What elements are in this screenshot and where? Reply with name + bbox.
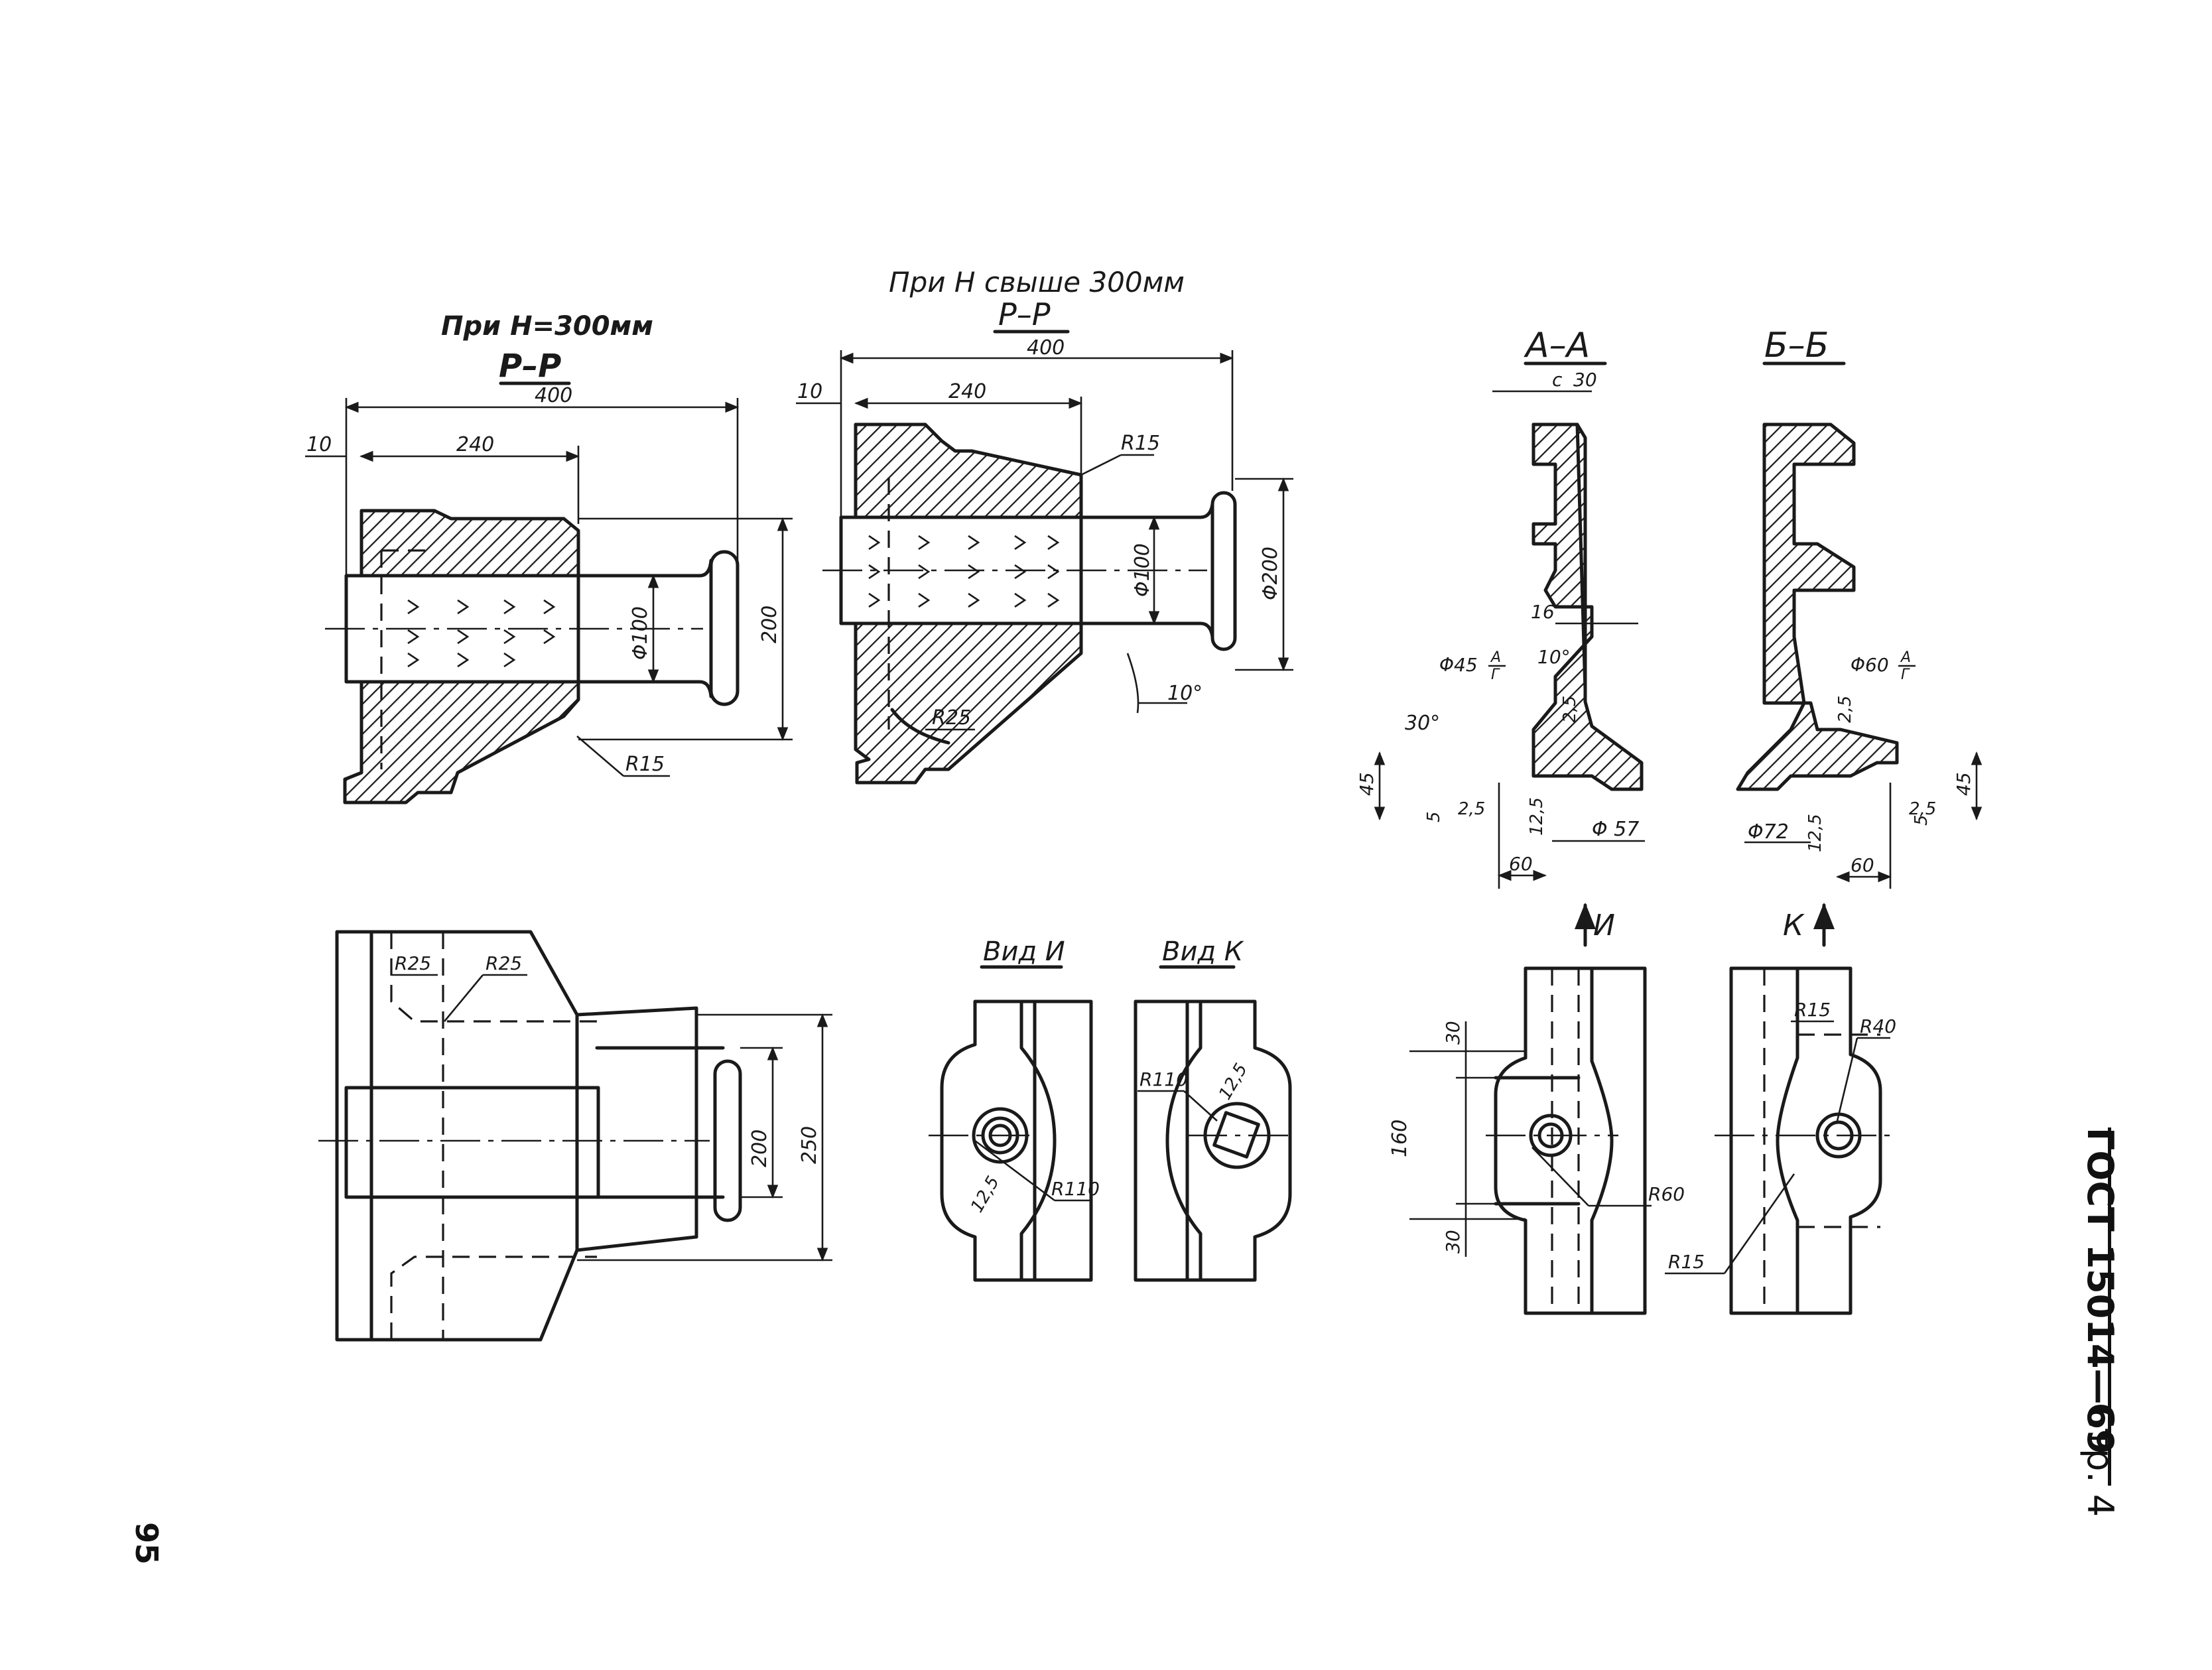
dim-a-16: 16 <box>1531 601 1555 623</box>
view-arrow-k: R15 R40 R15 <box>1665 966 1897 1315</box>
dim-r25-mid: R25 <box>932 706 971 730</box>
b-profile <box>1736 422 1899 791</box>
dim-r15-mid: R15 <box>1121 432 1160 455</box>
bk-r15b: R15 <box>1668 1251 1705 1273</box>
view-i: Вид И R110 12,5 <box>929 936 1100 1282</box>
a-profile <box>1531 422 1644 791</box>
dim-a-2-5: 2,5 <box>1560 696 1580 723</box>
view-i-r110: R110 <box>1051 1178 1100 1200</box>
dim-10-mid: 10 <box>797 380 822 403</box>
left-weld-marks <box>407 599 556 668</box>
dim-b-frac-num: А <box>1900 649 1911 666</box>
dim-r15-left: R15 <box>625 753 665 776</box>
section-b-label: Б–Б <box>1764 326 1829 365</box>
dim-a-phi45: Φ45 <box>1439 654 1478 676</box>
left-section-label: Р–Р <box>499 348 561 385</box>
arrow-k-label: К <box>1783 909 1805 942</box>
dim-a-frac-den: Г <box>1491 667 1500 683</box>
plan-250: 250 <box>798 1126 821 1164</box>
dim-b-2-5b: 2,5 <box>1909 799 1936 819</box>
ai-r60: R60 <box>1648 1183 1685 1205</box>
section-a-a: А–А c 30 16 Φ45 А Г 10° 2,5 30° 45 5 2,5… <box>1356 326 1645 947</box>
dim-a-30deg: 30° <box>1405 712 1440 735</box>
view-k-12-5: 12,5 <box>1215 1060 1252 1103</box>
plan-r25a: R25 <box>395 952 431 974</box>
plan-view: R25 R25 200 250 <box>318 930 832 1342</box>
dim-b-45: 45 <box>1953 772 1975 796</box>
dim-a-c: c <box>1552 369 1563 391</box>
plan-r25b: R25 <box>486 952 522 974</box>
left-condition-label: При H=300мм <box>441 311 653 342</box>
bk-r40: R40 <box>1860 1015 1896 1037</box>
dim-a-frac-num: А <box>1490 649 1501 666</box>
dim-240-left: 240 <box>456 433 494 456</box>
dim-400-left: 400 <box>535 384 572 407</box>
dim-400-mid: 400 <box>1027 336 1065 359</box>
page-number: 95 <box>129 1522 164 1565</box>
dim-b-phi60: Φ60 <box>1851 654 1889 676</box>
view-i-12-5: 12,5 <box>967 1173 1004 1216</box>
dim-a-phi57: Φ 57 <box>1592 818 1639 841</box>
mid-lower-wall <box>854 621 1083 785</box>
dim-phi200-mid: Φ200 <box>1259 546 1282 600</box>
page-label: Стр. 4 <box>2079 1403 2121 1517</box>
dim-a-10deg: 10° <box>1537 646 1571 668</box>
section-b-b: Б–Б Φ60 А Г 2,5 45 2,5 5 Φ72 12,5 60 К <box>1736 326 1983 947</box>
dim-a-45: 45 <box>1356 772 1378 796</box>
view-k: Вид К R110 12,5 <box>1134 936 1293 1282</box>
left-lower-wall <box>343 680 580 804</box>
section-pp-mid: При H свыше 300мм Р–Р 400 240 10 R25 R15 <box>796 266 1293 785</box>
dim-b-60: 60 <box>1851 854 1874 876</box>
dim-240-mid: 240 <box>948 380 986 403</box>
dim-a-30: 30 <box>1573 369 1597 391</box>
mid-section-label: Р–Р <box>998 296 1051 332</box>
dim-a-60: 60 <box>1509 853 1533 875</box>
label-divider <box>2108 1127 2111 1486</box>
section-a-label: А–А <box>1524 326 1590 365</box>
plan-200: 200 <box>748 1129 771 1167</box>
view-arrow-i: 30 160 30 R60 <box>1388 966 1685 1315</box>
mid-condition-label: При H свыше 300мм <box>889 266 1185 298</box>
arrow-i-label: И <box>1593 909 1615 942</box>
dim-a-12-5: 12,5 <box>1527 797 1547 836</box>
dim-a-2-5b: 2,5 <box>1458 799 1485 819</box>
dim-phi100-left: Φ100 <box>629 606 652 660</box>
dim-b-frac-den: Г <box>1901 667 1910 683</box>
view-i-label: Вид И <box>983 936 1065 967</box>
view-k-label: Вид К <box>1162 936 1244 967</box>
mid-upper-wall <box>854 422 1083 519</box>
dim-200-left: 200 <box>758 606 781 643</box>
mid-weld-marks <box>868 535 1060 608</box>
ai-160: 160 <box>1388 1120 1411 1157</box>
dim-angle10-mid: 10° <box>1167 682 1203 705</box>
dim-b-5: 5 <box>1912 814 1931 826</box>
dim-a-5: 5 <box>1424 811 1444 822</box>
dim-b-12-5: 12,5 <box>1805 814 1825 852</box>
dim-phi100-mid: Φ100 <box>1131 543 1154 597</box>
bk-r15a: R15 <box>1794 999 1831 1021</box>
section-pp-left: При H=300мм Р–Р 400 240 10 <box>305 311 793 804</box>
ai-30a: 30 <box>1442 1021 1464 1045</box>
left-upper-wall <box>359 509 580 578</box>
dim-10-left: 10 <box>306 433 332 456</box>
dim-b-2-5: 2,5 <box>1835 696 1855 723</box>
view-k-r110: R110 <box>1139 1068 1188 1090</box>
ai-30b: 30 <box>1442 1230 1464 1253</box>
dim-b-phi72: Φ72 <box>1748 820 1789 844</box>
